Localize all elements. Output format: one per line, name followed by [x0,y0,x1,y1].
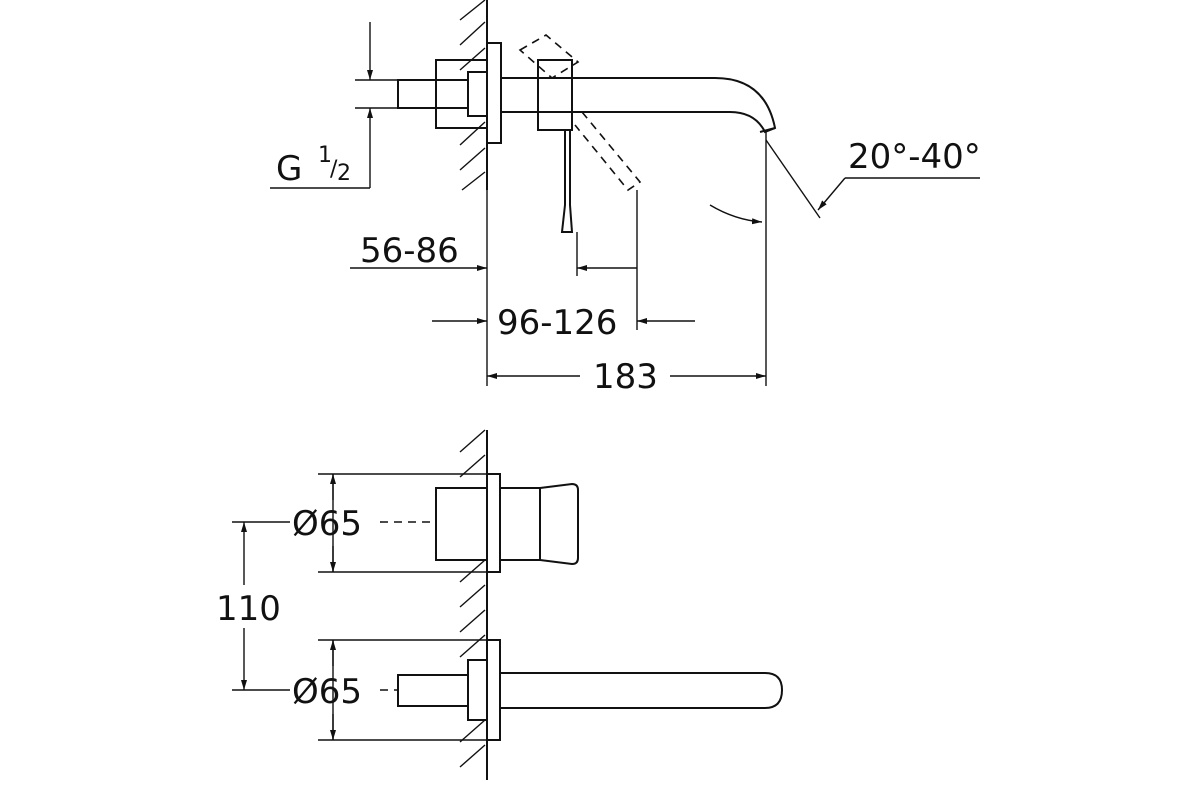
dim-wall-depth: 56-86 [360,231,459,271]
dia-lower: Ø65 [292,672,362,712]
handle-base [537,59,573,131]
front-view: Ø65 Ø65 110 [216,429,784,780]
spout-front [500,672,784,709]
dim-handle-offset: 96-126 [497,303,617,343]
spout-collar [467,659,488,721]
wall-bottom [459,429,488,780]
handle-knob [539,482,579,566]
rosette-plate-top [486,42,502,144]
lever-alt-lower [574,111,642,192]
thread-label-slash: / [330,157,338,182]
thread-label-main: G [276,149,302,189]
lever-handle [560,130,574,233]
valve-collar-top [467,71,488,117]
dim-spacing: 110 [216,589,281,629]
valve-body-upper [435,487,488,561]
dia-upper: Ø65 [292,504,362,544]
spout-inlet [397,674,469,707]
side-view: G 1 / 2 20°-40° 56-86 96-126 183 [270,0,981,397]
thread-label-sup: 1 [318,143,332,168]
rosette-upper [486,473,501,573]
spout-top [501,77,777,134]
inlet-pipe [397,79,469,109]
handle-neck [500,487,541,561]
wall-top [459,0,488,191]
angle-label: 20°-40° [848,137,981,177]
dim-spout-length: 183 [593,357,658,397]
lever-alt-upper [518,34,580,79]
thread-label-sub: 2 [337,161,351,186]
rosette-lower [486,639,501,741]
valve-body-top [435,59,488,129]
